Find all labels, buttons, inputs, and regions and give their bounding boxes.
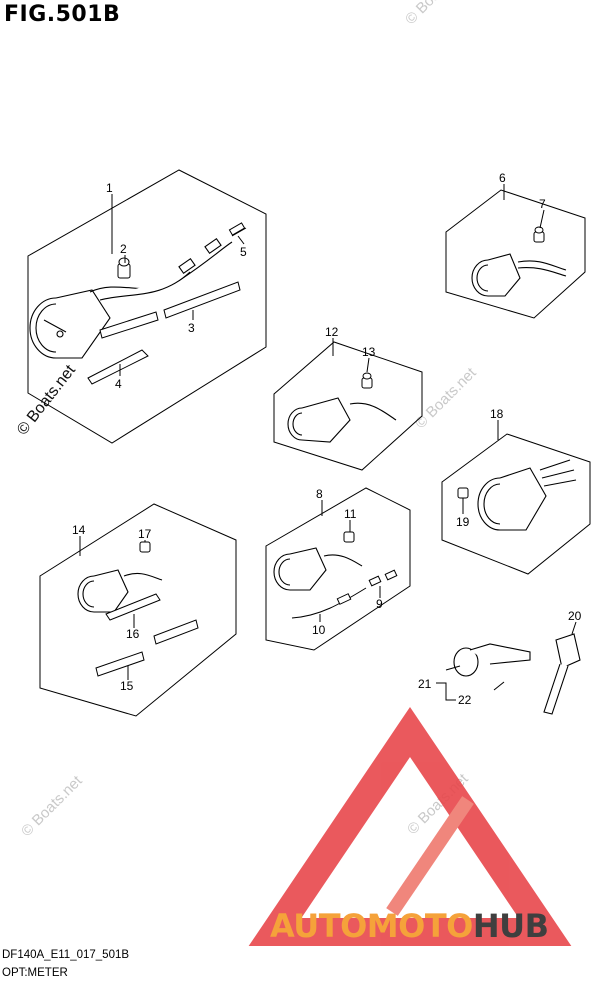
part-12-gauge [287, 397, 397, 443]
part-5-terminal [228, 222, 247, 237]
part-22-screw [493, 681, 505, 691]
part-21-switch [453, 643, 531, 677]
part-8-gauge [273, 547, 363, 591]
callouts: 1 2 3 4 5 6 7 8 9 10 11 12 13 14 15 16 1… [72, 171, 582, 707]
part-15-tube [95, 619, 199, 677]
figure-code: DF140A_E11_017_501B [2, 949, 130, 961]
part-19-bulb [457, 487, 469, 499]
group-14-box [39, 503, 237, 717]
callout-1: 1 [106, 181, 113, 195]
part-2-bulb [117, 257, 131, 279]
part-11-bulb [343, 531, 355, 543]
part-18-gauge [477, 459, 577, 531]
callout-4: 4 [115, 377, 122, 391]
callout-20: 20 [568, 609, 582, 623]
part-16-cable-tie [105, 593, 161, 621]
group-18-box [441, 433, 591, 575]
figure-name: OPT:METER [2, 967, 68, 979]
leader-lines [79, 184, 577, 701]
part-20-bracket [543, 633, 581, 715]
part-1-tachometer [29, 237, 233, 359]
callout-2: 2 [120, 242, 127, 256]
part-17-bulb [139, 541, 151, 553]
callout-10: 10 [312, 623, 326, 637]
callout-9: 9 [376, 597, 383, 611]
callout-16: 16 [126, 627, 140, 641]
callout-22: 22 [458, 693, 472, 707]
callout-6: 6 [499, 171, 506, 185]
part-13-bulb [361, 372, 373, 389]
part-4-cable-tie [87, 349, 149, 385]
callout-8: 8 [316, 487, 323, 501]
callout-17: 17 [138, 527, 152, 541]
callout-3: 3 [188, 321, 195, 335]
callout-11: 11 [344, 507, 357, 521]
group-8-box [265, 487, 411, 651]
logo-triangle [248, 706, 572, 946]
svg-text:AUTOMOTOHUB: AUTOMOTOHUB [270, 907, 549, 945]
callout-5: 5 [240, 245, 247, 259]
callout-14: 14 [72, 523, 86, 537]
group-6-box [445, 189, 586, 319]
callout-13: 13 [362, 345, 376, 359]
logo-text-hub: HUB [473, 907, 549, 945]
part-10-harness [291, 587, 367, 619]
logo-text-automoto: AUTOMOTO [270, 907, 473, 945]
part-14-gauge [77, 569, 163, 613]
callout-15: 15 [120, 679, 134, 693]
part-6-gauge [471, 253, 567, 297]
group-1-box [27, 169, 267, 444]
callout-19: 19 [456, 515, 470, 529]
callout-12: 12 [325, 325, 339, 339]
part-3-tube [99, 281, 241, 339]
callout-7: 7 [539, 197, 546, 211]
part-9-harness [368, 569, 398, 587]
part-7-bulb [533, 226, 545, 243]
group-12-box [273, 341, 423, 471]
figure-title: FIG.501B [4, 2, 121, 27]
callout-21: 21 [418, 677, 432, 691]
logo-wordmark: AUTOMOTOHUB [270, 907, 549, 945]
callout-18: 18 [490, 407, 504, 421]
